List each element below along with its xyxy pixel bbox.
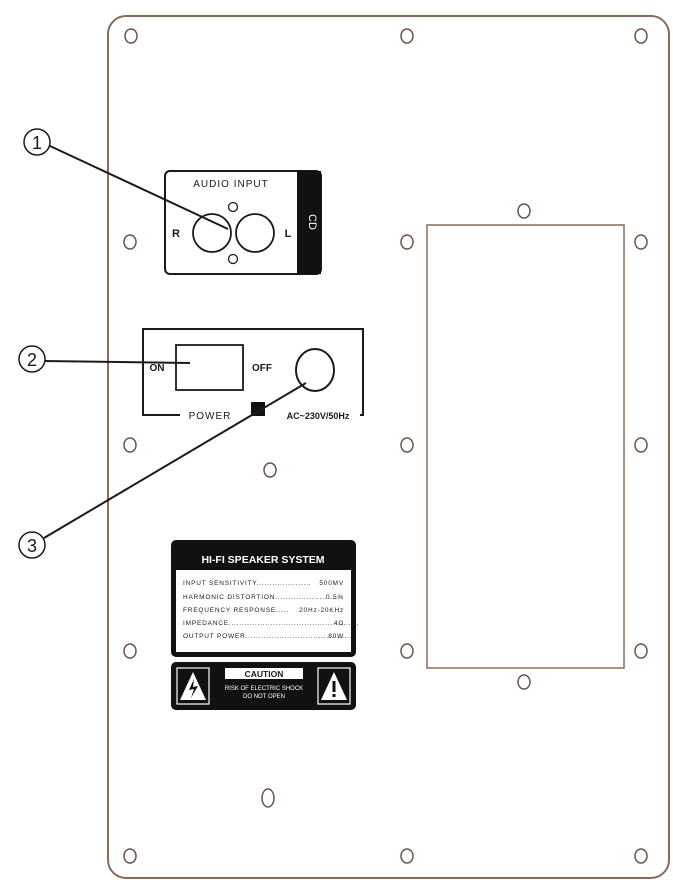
screw-hole (124, 28, 138, 44)
audio-input-module: CD AUDIO INPUT R L (164, 170, 322, 275)
power-rating: AC~230V/50Hz (287, 411, 350, 421)
spec-value: 80W (328, 633, 344, 640)
exclamation-mark (332, 681, 336, 692)
spec-value: 4Ω (334, 620, 344, 627)
callout-3-leader (43, 382, 307, 539)
screw-hole (400, 643, 414, 659)
screw-hole (634, 234, 648, 250)
callout-2-leader (43, 360, 191, 364)
power-title: POWER (189, 411, 232, 422)
callout-3-circle (18, 531, 46, 559)
caution-title: CAUTION (245, 669, 284, 679)
screw-hole (261, 788, 275, 808)
screw-hole (400, 28, 414, 44)
caution-plate: CAUTION RISK OF ELECTRIC SHOCK DO NOT OP… (171, 662, 356, 710)
cd-side-tab (297, 171, 321, 274)
lightning-bolt-icon (189, 679, 198, 698)
spec-plate-title: HI-FI SPEAKER SYSTEM (201, 554, 324, 566)
callout-leaders (43, 145, 307, 539)
spec-plate: HI-FI SPEAKER SYSTEM INPUT SENSITIVITY..… (171, 540, 359, 657)
module-screw (227, 253, 239, 265)
callout-1-leader (49, 145, 229, 230)
caution-title-box (225, 668, 303, 679)
spec-label: OUTPUT POWER............................… (183, 633, 355, 640)
callout-3-number: 3 (27, 536, 37, 556)
spec-label: INPUT SENSITIVITY..................... (183, 580, 311, 587)
screw-hole (123, 234, 137, 250)
spec-label: IMPEDANCE...............................… (183, 620, 359, 627)
caution-line-1: RISK OF ELECTRIC SHOCK (225, 686, 303, 692)
screw-hole (634, 437, 648, 453)
screw-hole (517, 674, 531, 690)
screw-hole (400, 437, 414, 453)
screw-hole (123, 437, 137, 453)
screw-hole (263, 462, 277, 478)
spec-value: 20Hz-20KHz (299, 607, 344, 614)
cd-tab-label: CD (306, 214, 318, 230)
callout-2-number: 2 (27, 350, 37, 370)
callout-2-circle (18, 345, 46, 373)
screw-hole (517, 203, 531, 219)
screw-hole (634, 848, 648, 864)
mounting-holes (123, 28, 648, 864)
audio-input-title: AUDIO INPUT (193, 179, 268, 190)
spec-label: FREQUENCY RESPONSE..... (183, 607, 289, 614)
spec-value: 500MV (319, 580, 344, 587)
callout-markers: 1 2 3 (18, 128, 51, 559)
power-switch[interactable] (175, 344, 244, 391)
right-channel-label: R (172, 228, 180, 240)
screw-hole (634, 643, 648, 659)
caution-plate-bg (171, 662, 356, 710)
spec-value: 0.5% (326, 594, 344, 601)
amplifier-cutout (426, 224, 625, 669)
rca-jack-left[interactable] (235, 213, 275, 253)
power-module: ON OFF POWER AC~230V/50Hz (142, 328, 364, 422)
exclamation-dot (332, 694, 336, 697)
module-screw (227, 201, 239, 213)
screw-hole (634, 28, 648, 44)
caution-line-2: DO NOT OPEN (243, 694, 285, 700)
off-label: OFF (252, 363, 272, 374)
rca-jack-right[interactable] (192, 213, 232, 253)
screw-hole (123, 848, 137, 864)
screw-hole (400, 234, 414, 250)
callout-1-number: 1 (32, 133, 42, 153)
on-label: ON (150, 363, 165, 374)
power-frame (142, 328, 364, 416)
left-channel-label: L (285, 228, 292, 240)
callout-1-circle (23, 128, 51, 156)
screw-hole (400, 848, 414, 864)
ac-power-socket[interactable] (295, 348, 335, 392)
screw-hole (123, 643, 137, 659)
spec-label: HARMONIC DISTORTION.....................… (183, 594, 340, 601)
spec-plate-body (176, 570, 351, 652)
